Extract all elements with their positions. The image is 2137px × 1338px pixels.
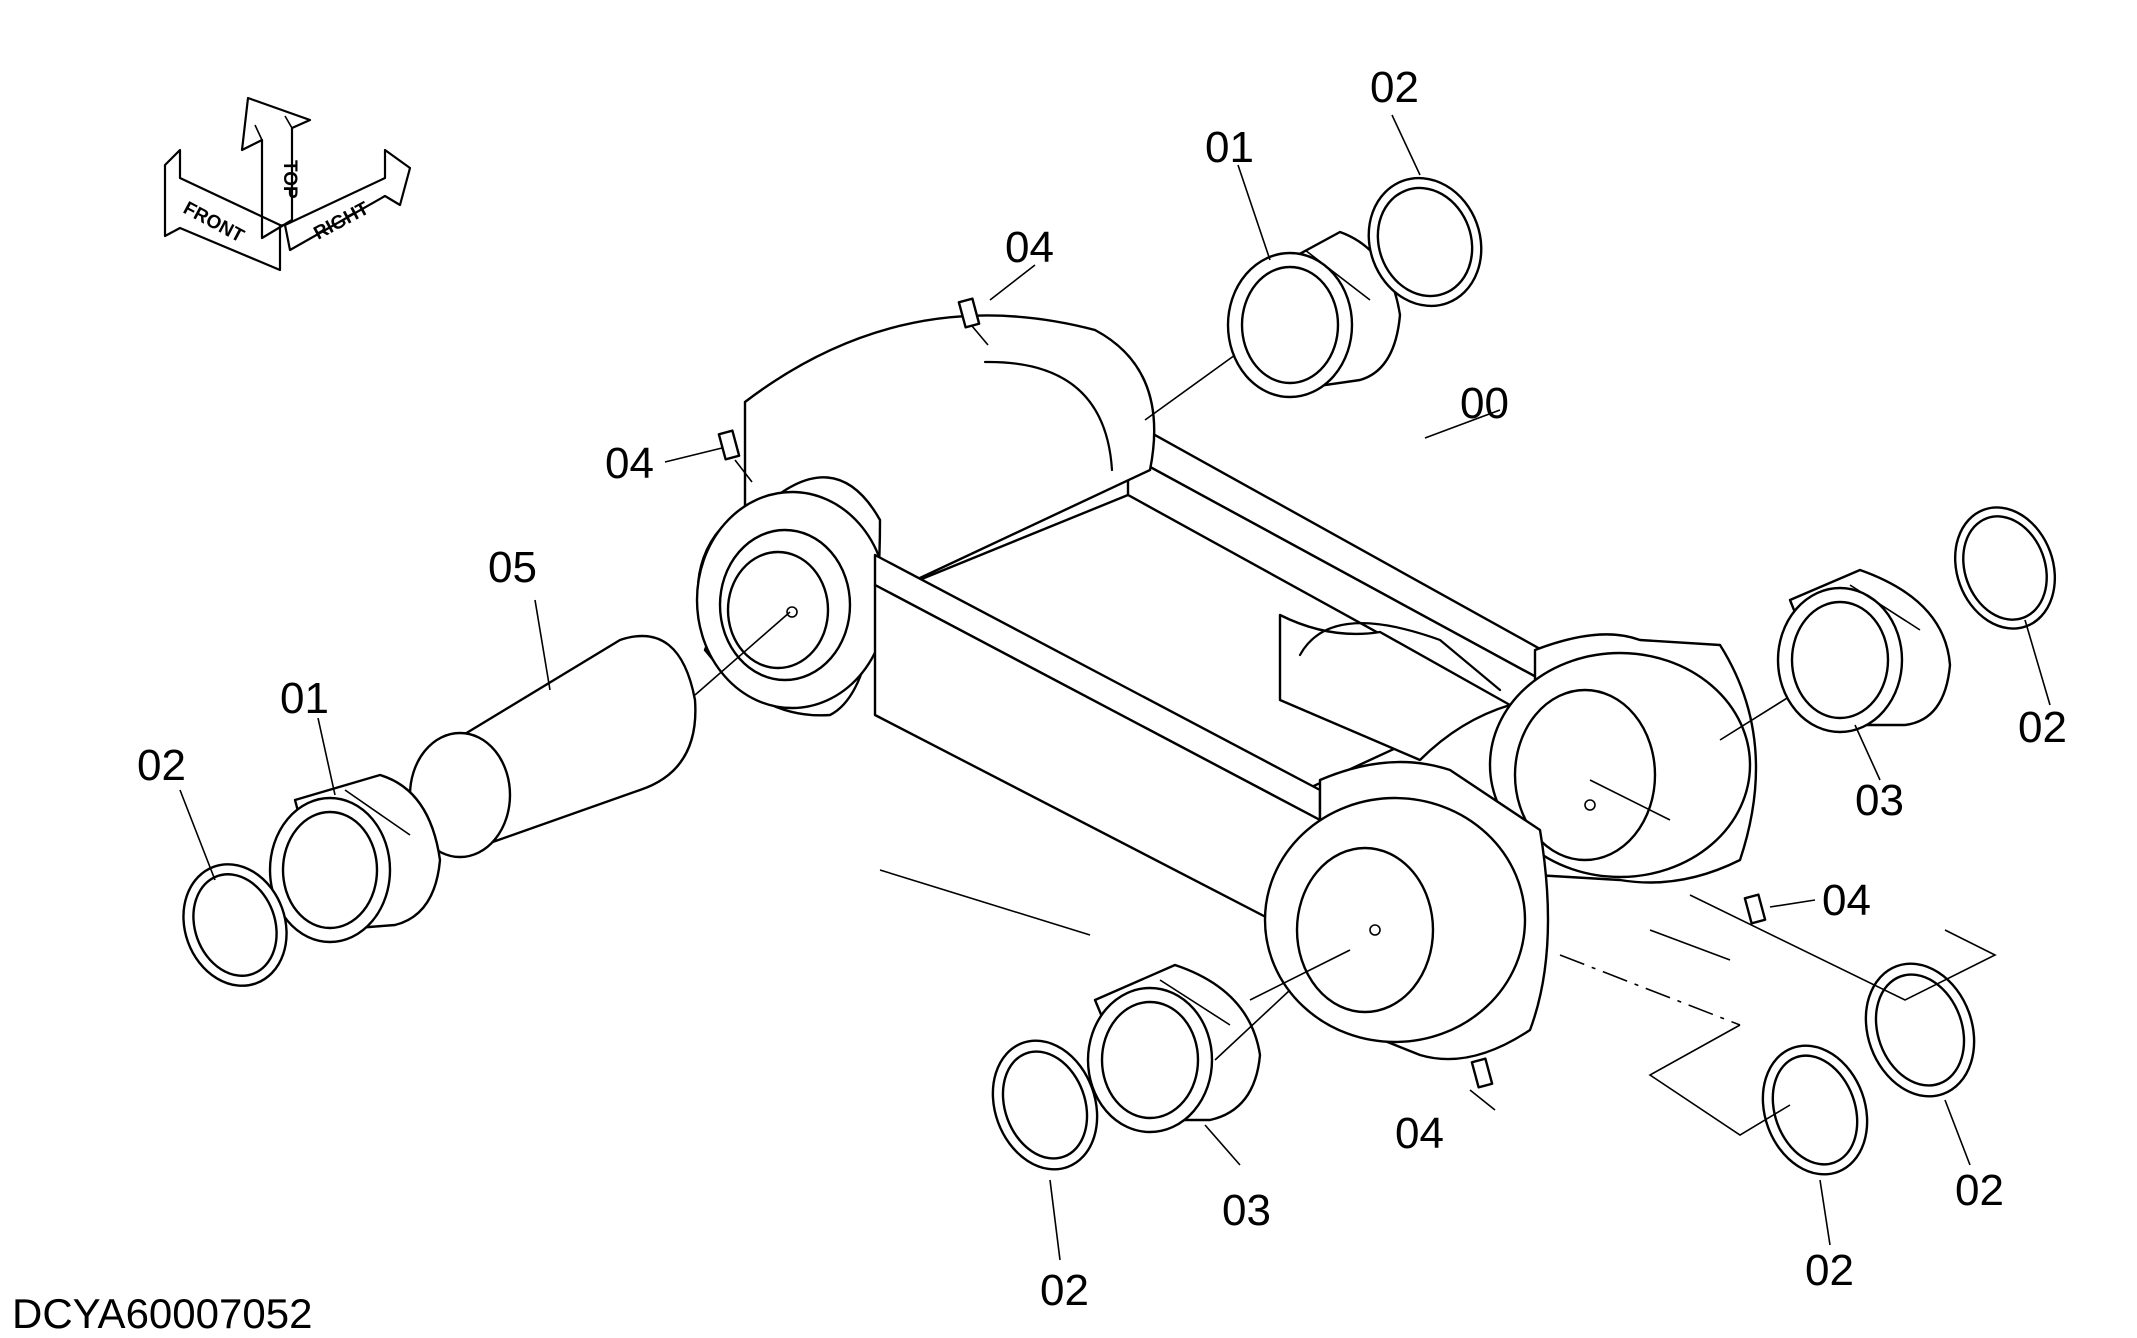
seal-ring-02-right	[1953, 506, 2057, 630]
callout-02-lower-right-a: 02	[1805, 1246, 1854, 1295]
callout-04-right: 04	[1822, 876, 1871, 925]
callout-03-right: 03	[1855, 776, 1904, 825]
seal-ring-02-lower-right-a	[1761, 1044, 1869, 1176]
callout-01-top: 01	[1205, 123, 1254, 172]
callout-02-left: 02	[137, 741, 186, 790]
assembly-guide-lines	[879, 779, 1997, 1136]
callout-02-lower-right-b: 02	[1955, 1166, 2004, 1215]
callout-04-left: 04	[605, 439, 654, 488]
callout-00: 00	[1460, 379, 1509, 428]
callout-03-bottom: 03	[1222, 1186, 1271, 1235]
grease-fitting-04-c	[1743, 893, 1767, 925]
seal-ring-02-left	[182, 863, 288, 987]
bushing-01-top	[1226, 230, 1402, 399]
callout-02-right: 02	[2018, 703, 2067, 752]
orientation-top-label: TOP	[279, 160, 300, 199]
orientation-icon: FRONT TOP RIGHT	[163, 96, 412, 272]
callout-04-bottom: 04	[1395, 1109, 1444, 1158]
callout-01-left: 01	[280, 674, 329, 723]
bushing-03-bottom	[1086, 963, 1262, 1134]
bushing-01-left	[268, 773, 442, 944]
seal-ring-02-bottom	[991, 1039, 1099, 1171]
callout-labels: 00 01 01 02 02 02 02 02 02 03 03 04 04 0…	[137, 63, 2067, 1315]
callout-04-top: 04	[1005, 223, 1054, 272]
drawing-code: DCYA60007052	[12, 1290, 312, 1337]
grease-fitting-04-d	[1470, 1057, 1494, 1089]
orientation-right-label: RIGHT	[310, 198, 372, 244]
callout-05: 05	[488, 543, 537, 592]
callout-02-bottom: 02	[1040, 1266, 1089, 1315]
callout-02-top: 02	[1370, 63, 1419, 112]
pin-05	[408, 634, 697, 859]
link-body	[694, 314, 1801, 1061]
callout-leaders	[179, 114, 2051, 1261]
bushing-03-right	[1776, 568, 1952, 734]
seal-ring-02-lower-right-b	[1864, 962, 1976, 1098]
grease-fitting-04-a	[957, 297, 989, 346]
grease-fitting-04-b	[717, 429, 753, 483]
seal-ring-02-top	[1367, 176, 1483, 308]
